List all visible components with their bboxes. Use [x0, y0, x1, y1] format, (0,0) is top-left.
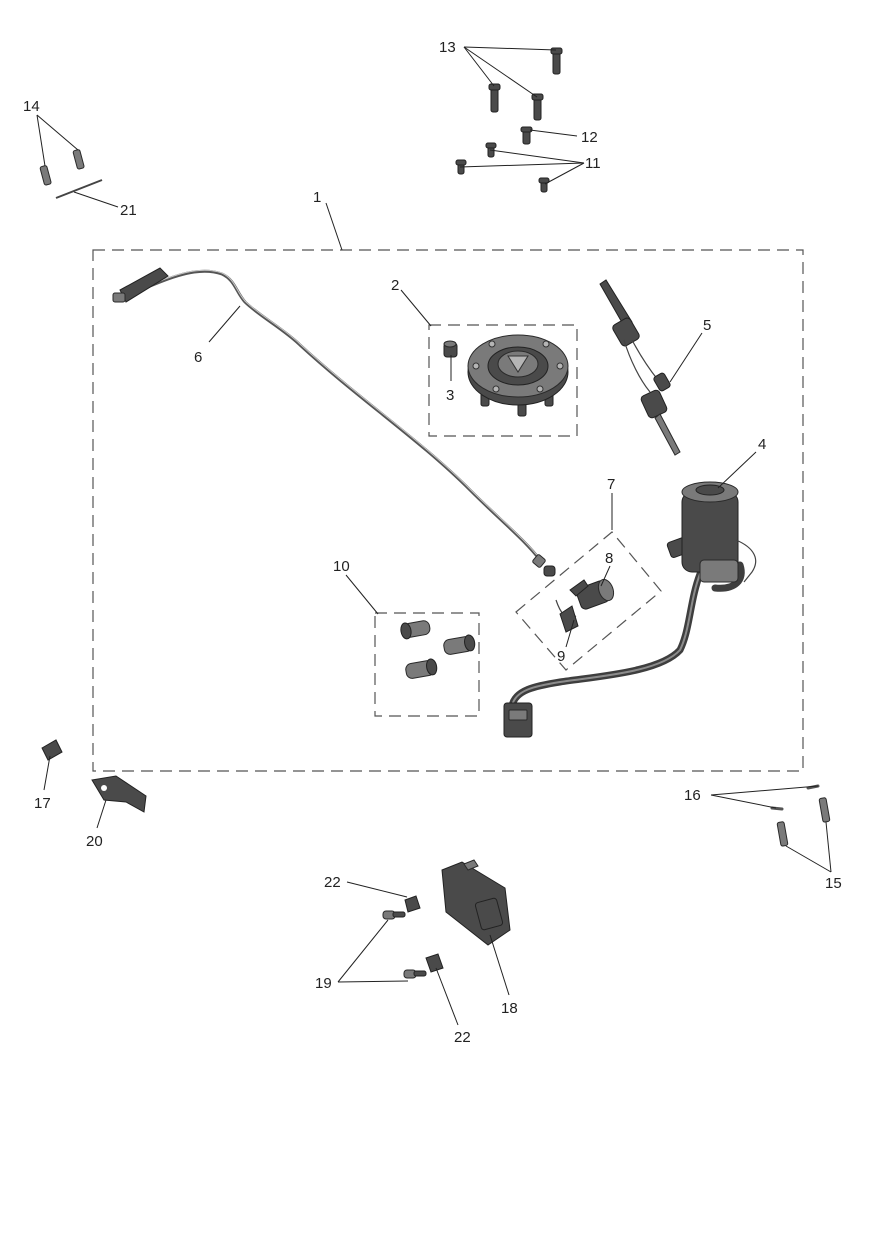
- callout-6: 6: [194, 349, 202, 366]
- leader-lines: [36, 46, 832, 1026]
- part-grommet[interactable]: [443, 340, 458, 358]
- seat-lock-group-box: [515, 531, 662, 671]
- part-keys[interactable]: [599, 279, 681, 456]
- part-screws-11[interactable]: [455, 142, 550, 193]
- part-control-module[interactable]: [441, 859, 511, 946]
- callout-11: 11: [585, 155, 601, 172]
- kit-boundary-box: [92, 249, 804, 772]
- callout-1: 1: [313, 189, 321, 206]
- callout-12: 12: [581, 129, 598, 146]
- callout-22-upper: 22: [324, 874, 341, 891]
- callout-9: 9: [557, 648, 565, 665]
- callout-5: 5: [703, 317, 711, 334]
- callout-15: 15: [825, 875, 842, 892]
- part-screws-13[interactable]: [488, 47, 563, 121]
- part-bolts-15[interactable]: [776, 797, 831, 847]
- part-clip[interactable]: [555, 599, 579, 633]
- part-fuel-cap[interactable]: [467, 334, 569, 417]
- callout-18: 18: [501, 1000, 518, 1017]
- part-ignition-switch[interactable]: [503, 481, 757, 738]
- callout-2: 2: [391, 277, 399, 294]
- part-bracket-20[interactable]: [91, 775, 147, 813]
- callout-4: 4: [758, 436, 766, 453]
- part-lock-barrels[interactable]: [400, 619, 476, 679]
- callout-7: 7: [607, 476, 615, 493]
- callout-19: 19: [315, 975, 332, 992]
- lock-set-group-box: [374, 612, 480, 717]
- fuel-cap-group-box: [428, 324, 578, 437]
- callout-3: 3: [446, 387, 454, 404]
- callout-22-lower: 22: [454, 1029, 471, 1046]
- part-cable[interactable]: [112, 267, 556, 577]
- part-screws-19[interactable]: [382, 910, 427, 979]
- callout-8: 8: [605, 550, 613, 567]
- callout-20: 20: [86, 833, 103, 850]
- callout-21: 21: [120, 202, 137, 219]
- part-seat-lock-barrel[interactable]: [569, 577, 616, 610]
- part-block-17[interactable]: [41, 739, 63, 761]
- callout-labels: 1 2 3 4 5 6 7 8 9 10 11 12 13 14 15 16 1…: [23, 39, 842, 1046]
- callout-13: 13: [439, 39, 456, 56]
- callout-17: 17: [34, 795, 51, 812]
- callout-14: 14: [23, 98, 40, 115]
- callout-16: 16: [684, 787, 701, 804]
- callout-10: 10: [333, 558, 350, 575]
- part-strip-21[interactable]: [55, 179, 103, 199]
- part-clips-22[interactable]: [404, 895, 444, 973]
- part-bolts-14[interactable]: [39, 149, 85, 186]
- part-screw-12[interactable]: [520, 126, 533, 145]
